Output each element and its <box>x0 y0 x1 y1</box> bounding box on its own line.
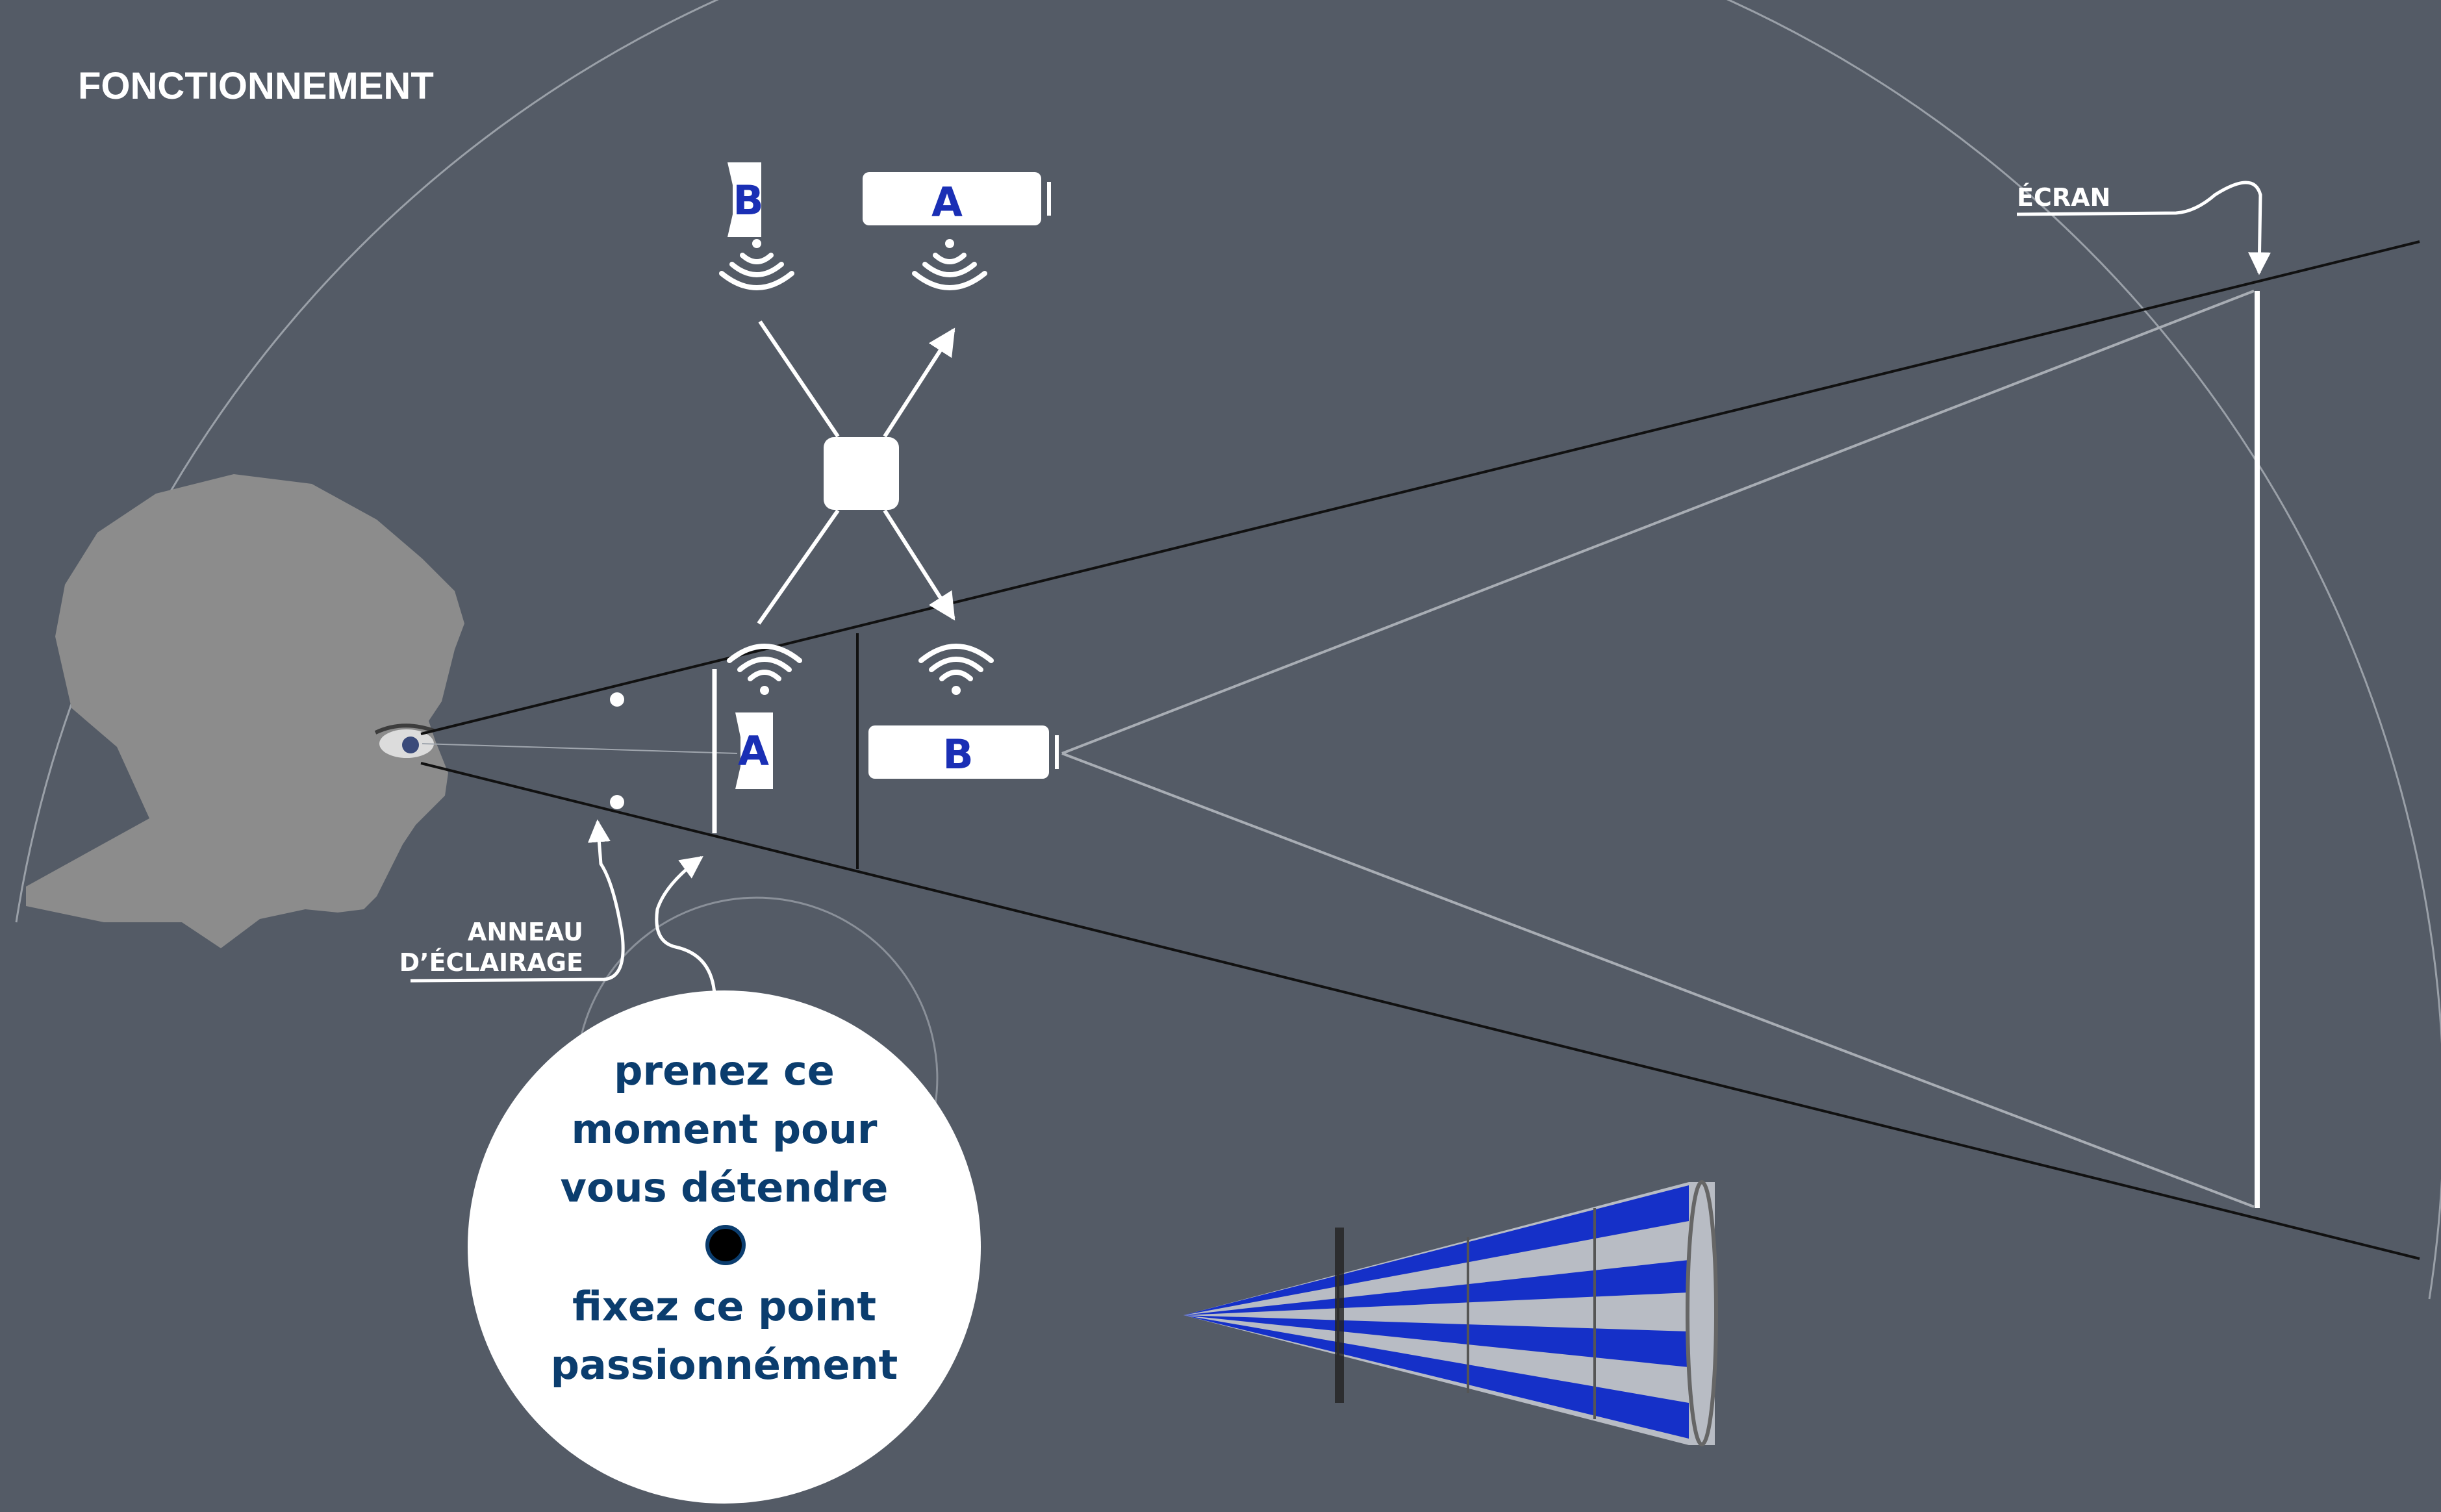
device-top-right: A <box>863 172 1051 226</box>
device-top-left: B <box>727 162 764 237</box>
screen-label: ÉCRAN <box>2017 183 2110 212</box>
focus-point <box>705 1225 746 1265</box>
link-bottom-right <box>883 509 955 621</box>
link-top-right <box>883 327 955 438</box>
page-title: FONCTIONNEMENT <box>78 65 434 107</box>
vision-line-upper <box>420 240 2420 735</box>
vision-line-lower <box>420 762 2420 1260</box>
message-line-3: vous détendre <box>561 1164 889 1211</box>
device-bottom-right-label: B <box>942 731 973 778</box>
screen-label-underline <box>2016 181 2271 275</box>
head-silhouette <box>26 474 464 948</box>
eye-icon <box>374 724 435 758</box>
link-top-left <box>758 320 840 438</box>
ring-dot-lower <box>610 795 624 809</box>
message-line-2: moment pour <box>572 1105 878 1153</box>
projection-line-lower <box>1061 752 2255 1208</box>
ring-label-arrow <box>410 819 625 983</box>
device-top-left-label: B <box>733 177 763 224</box>
wifi-icon <box>722 239 792 288</box>
wifi-icon <box>921 646 991 695</box>
device-top-right-label: A <box>931 179 963 226</box>
background-arc <box>15 0 2441 1300</box>
inner-view-line <box>422 743 738 754</box>
message-line-4: fixez ce point <box>572 1283 876 1330</box>
wifi-icon <box>915 239 985 288</box>
background-arc-small <box>577 896 939 1105</box>
message-line-5: passionnément <box>551 1341 898 1389</box>
device-bottom-right: B <box>868 725 1059 779</box>
device-bottom-left-label: A <box>738 727 769 775</box>
device-bottom-left: A <box>735 712 773 789</box>
circle-arrow <box>655 855 716 994</box>
ring-label-line1: ANNEAU <box>468 918 583 946</box>
ring-label-line2: D’ÉCLAIRAGE <box>399 948 583 977</box>
link-bottom-left <box>757 509 840 625</box>
ring-dot-upper <box>610 692 624 707</box>
checker-cone-icon <box>1183 1180 1718 1446</box>
central-hub <box>824 437 899 510</box>
message-line-1: prenez ce <box>614 1047 835 1094</box>
wifi-icon <box>729 646 800 695</box>
projection-line-upper <box>1061 290 2255 755</box>
